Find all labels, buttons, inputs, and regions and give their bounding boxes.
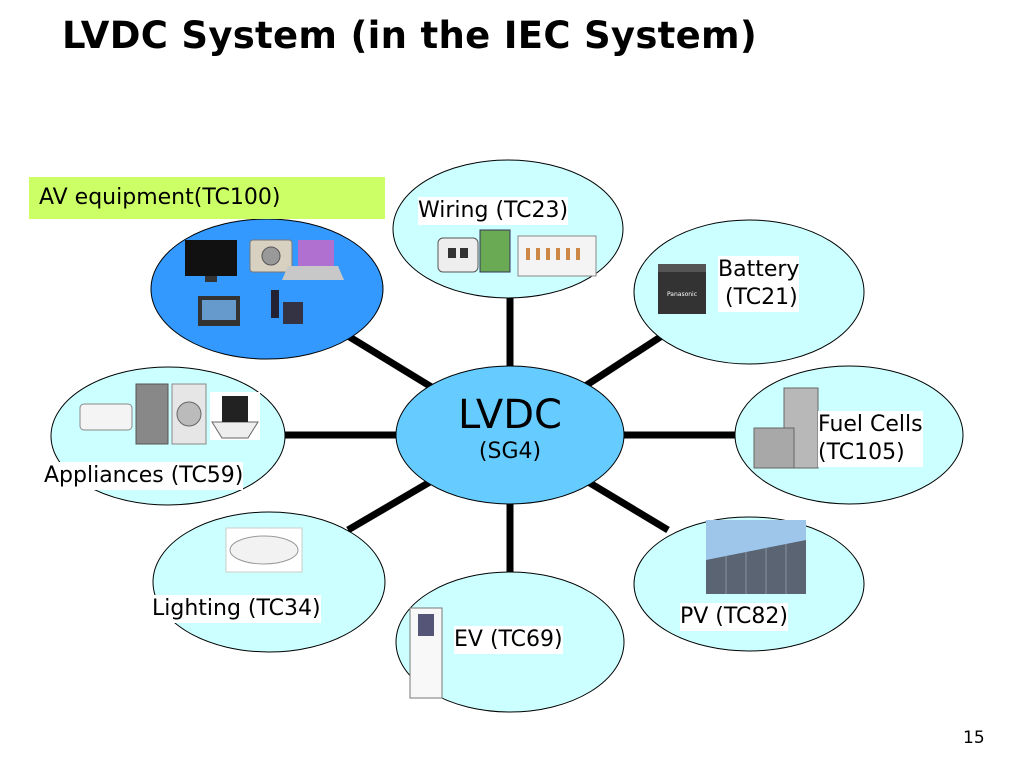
battery-brand-text: Panasonic (667, 291, 697, 298)
slide-title: LVDC System (in the IEC System) (62, 14, 758, 57)
ev-charger-icon (409, 607, 443, 699)
wiring-icons (437, 229, 597, 277)
page-number: 15 (963, 728, 985, 748)
battery-label: Battery (TC21) (718, 256, 800, 312)
av-equipment-label: AV equipment(TC100) (29, 177, 385, 219)
laptop-icon (298, 240, 334, 266)
fuel-cells-label: Fuel Cells (TC105) (818, 411, 923, 467)
phone-icon (271, 290, 279, 318)
solar-panel-icon (706, 520, 806, 594)
fuel-cell-icon (753, 387, 819, 469)
pv-label: PV (TC82) (680, 603, 788, 631)
appliances-label: Appliances (TC59) (44, 462, 244, 490)
connector-block-icon (479, 229, 511, 273)
lvdc-center-label: LVDC (SG4) (396, 392, 624, 466)
wiring-label: Wiring (TC23) (418, 197, 569, 225)
outlet-icon (437, 237, 479, 273)
lighting-label: Lighting (TC34) (152, 595, 321, 623)
refrigerator-icon (135, 383, 169, 445)
wiring-node (392, 159, 624, 299)
tv-icon (185, 240, 237, 276)
ev-label: EV (TC69) (454, 626, 563, 654)
lvdc-center-node (395, 365, 625, 505)
ceiling-light-icon (225, 527, 303, 573)
lvdc-title: LVDC (458, 392, 562, 438)
battery-icon: Panasonic (658, 264, 706, 314)
appliance-icons (79, 383, 260, 445)
lvdc-subtitle: (SG4) (478, 439, 542, 464)
av-equipment-icons (185, 239, 344, 326)
air-conditioner-icon (79, 403, 133, 431)
